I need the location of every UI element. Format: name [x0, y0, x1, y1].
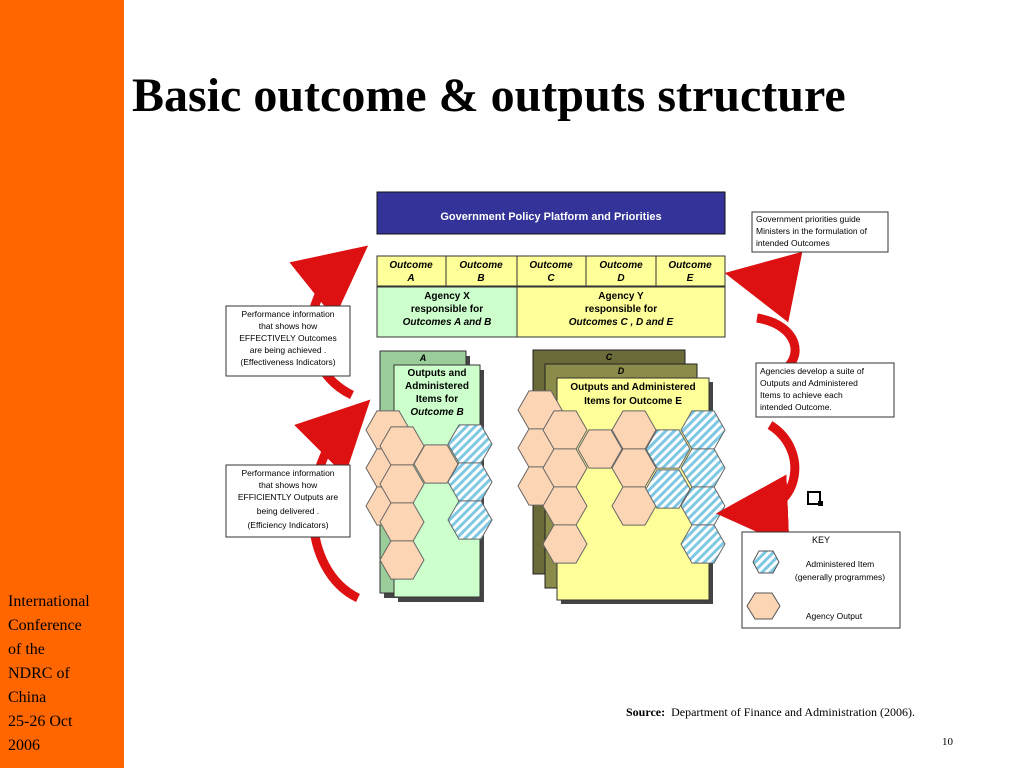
agency-output-hex	[577, 429, 623, 469]
agency-y-line: responsible for	[585, 304, 657, 315]
agency-y-line: Agency Y	[598, 291, 644, 302]
note-effectiveness-line: are being achieved .	[250, 345, 327, 355]
note-priorities-line: Ministers in the formulation of	[756, 226, 868, 236]
agency-output-hex	[542, 524, 588, 564]
conference-line: International	[8, 593, 90, 610]
source-citation: Source: Department of Finance and Adminis…	[626, 705, 915, 720]
administered-item-hex	[680, 524, 726, 564]
outcome-b-letter: B	[477, 273, 484, 284]
agency-x-box	[376, 286, 518, 338]
page-c-label: C	[606, 352, 613, 362]
agency-output-hex	[379, 540, 425, 580]
note-priorities-line: Government priorities guide	[756, 214, 861, 224]
agency-y-box	[516, 286, 726, 338]
page-number: 10	[942, 736, 953, 748]
agency-y-line: Outcomes C , D and E	[569, 317, 674, 328]
conference-line: China	[8, 689, 47, 706]
small-square-icon	[807, 491, 821, 505]
outcome-a-letter: A	[406, 273, 414, 284]
conference-line: 25-26 Oct	[8, 713, 73, 730]
outcome-c-label: Outcome	[529, 260, 573, 271]
note-effectiveness	[225, 305, 351, 377]
key-admin-hex	[752, 550, 780, 574]
outcome-cell	[376, 255, 447, 287]
outcome-a-label: Outcome	[389, 260, 433, 271]
outcome-b-label: Outcome	[459, 260, 503, 271]
sidebar	[0, 0, 124, 768]
key-admin-label: Administered Item	[806, 559, 875, 569]
conference-line: 2006	[8, 737, 40, 754]
hexagon-layer	[365, 390, 726, 580]
outcome-c-letter: C	[547, 273, 555, 284]
agency-x-line: Agency X	[424, 291, 470, 302]
note-efficiency-line: (Efficiency Indicators)	[247, 520, 328, 530]
note-efficiency-line: that shows how	[259, 480, 318, 490]
page-b-line: Administered	[405, 381, 469, 392]
arrow-right-lower	[716, 421, 800, 547]
outcome-cell	[516, 255, 587, 287]
note-effectiveness-line: that shows how	[259, 321, 318, 331]
agency-output-hex	[611, 486, 657, 526]
source-text: Department of Finance and Administration…	[671, 705, 916, 719]
key-title: KEY	[812, 535, 830, 545]
outcome-cell	[655, 255, 726, 287]
outcome-d-label: Outcome	[599, 260, 643, 271]
source-label: Source:	[626, 705, 666, 719]
note-priorities	[751, 211, 889, 253]
note-effectiveness-line: EFFECTIVELY Outcomes	[239, 333, 336, 343]
administered-item-hex	[447, 500, 493, 540]
key-admin-sublabel: (generally programmes)	[795, 572, 885, 582]
outcome-cell	[585, 255, 657, 287]
page-e-line: Items for Outcome E	[584, 396, 682, 407]
outcome-e-label: Outcome	[668, 260, 712, 271]
conference-line: of the	[8, 641, 45, 658]
outcomes-row: Outcome A Outcome B Outcome C Outcome D …	[376, 255, 726, 287]
page-e-line: Outputs and Administered	[570, 382, 695, 393]
key-output-label: Agency Output	[806, 611, 863, 621]
key-output-hex	[746, 592, 781, 620]
note-agencies-line: Agencies develop a suite of	[760, 366, 865, 376]
note-agencies-line: Items to achieve each	[760, 390, 843, 400]
note-effectiveness-line: (Effectiveness Indicators)	[240, 357, 335, 367]
note-agencies	[755, 362, 895, 418]
note-effectiveness-line: Performance information	[241, 309, 334, 319]
conference-line: NDRC of	[8, 665, 70, 682]
note-agencies-line: Outputs and Administered	[760, 378, 858, 388]
note-efficiency-line: EFFICIENTLY Outputs are	[238, 492, 339, 502]
page-a-label: A	[419, 353, 427, 363]
outcome-cell	[445, 255, 518, 287]
page-b-line: Items for	[416, 394, 458, 405]
agency-output-hex	[413, 444, 459, 484]
agency-x-line: responsible for	[411, 304, 483, 315]
note-efficiency-line: being delivered .	[257, 506, 319, 516]
page-b-line: Outcome B	[410, 407, 463, 418]
note-agencies-line: intended Outcome.	[760, 402, 832, 412]
conference-info: International Conference of the NDRC of …	[8, 590, 124, 758]
small-square-dot	[818, 501, 823, 506]
policy-banner-label: Government Policy Platform and Prioritie…	[440, 211, 661, 223]
agency-x-line: Outcomes A and B	[403, 317, 492, 328]
slide-title: Basic outcome & outputs structure	[132, 69, 846, 122]
outcome-d-letter: D	[617, 273, 624, 284]
note-priorities-line: intended Outcomes	[756, 238, 830, 248]
arrow-right-upper	[724, 251, 803, 323]
policy-banner	[376, 191, 726, 235]
page-d-label: D	[618, 366, 625, 376]
administered-item-hex	[645, 429, 691, 469]
page-b-line: Outputs and	[408, 368, 467, 379]
conference-line: Conference	[8, 617, 82, 634]
note-efficiency	[225, 464, 351, 538]
outcome-e-letter: E	[687, 273, 694, 284]
administered-item-hex	[645, 469, 691, 509]
note-efficiency-line: Performance information	[241, 468, 334, 478]
